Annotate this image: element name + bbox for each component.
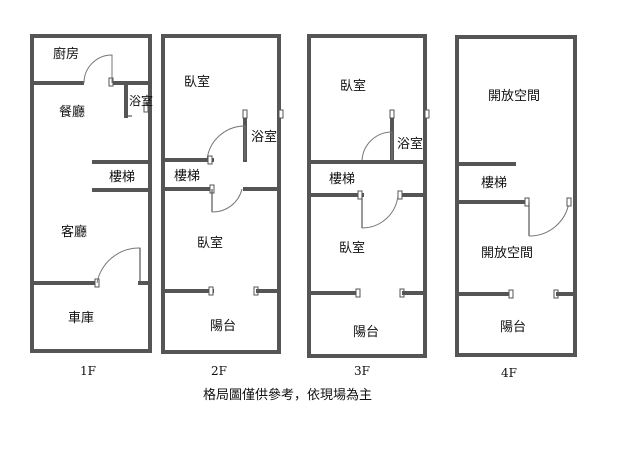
floor-2f-caption: 2F bbox=[211, 364, 227, 378]
floor-4f-outline bbox=[455, 35, 577, 357]
floor-3f-balcony-label: 陽台 bbox=[353, 325, 379, 340]
floor-4f-stairs-label: 樓梯 bbox=[481, 176, 507, 191]
floor-2f-stairs-label: 樓梯 bbox=[174, 169, 200, 184]
floor-1f-living-label: 客廳 bbox=[61, 224, 87, 240]
floor-1f: 廚房 餐廳 浴室 樓梯 客廳 車庫 1F bbox=[30, 34, 153, 378]
floor-2f-bath-label: 浴室 bbox=[251, 129, 277, 145]
floor-3f-bedroom-front-label: 臥室 bbox=[340, 78, 366, 94]
floor-2f-bath-door bbox=[206, 125, 246, 161]
floor-3f-bedroom-back-label: 臥室 bbox=[339, 240, 365, 256]
floor-1f-garage-label: 車庫 bbox=[68, 311, 94, 326]
floor-2f-bedroom-door bbox=[211, 188, 243, 213]
floor-4f-open-front-label: 開放空間 bbox=[488, 89, 540, 104]
floor-1f-bath-label: 浴室 bbox=[129, 93, 153, 108]
floor-3f-bath-door bbox=[361, 131, 393, 163]
floor-3f-bath-label: 浴室 bbox=[397, 136, 423, 152]
floor-4f-balcony-label: 陽台 bbox=[500, 320, 526, 335]
floor-2f-bedroom-back-label: 臥室 bbox=[197, 235, 223, 251]
floor-2f-bedroom-front-label: 臥室 bbox=[184, 74, 210, 90]
floor-4f-open-back-label: 開放空間 bbox=[481, 246, 533, 261]
floor-3f-stairs-label: 樓梯 bbox=[329, 172, 355, 187]
floor-2f: 臥室 浴室 樓梯 臥室 陽台 2F bbox=[161, 34, 284, 378]
floor-1f-kitchen-label: 廚房 bbox=[53, 46, 79, 62]
floor-1f-dining-label: 餐廳 bbox=[59, 104, 85, 120]
floor-2f-outline bbox=[161, 34, 281, 354]
floor-1f-living-door bbox=[96, 247, 141, 284]
floor-3f: 臥室 浴室 樓梯 臥室 陽台 3F bbox=[307, 34, 430, 378]
floor-4f-door bbox=[528, 201, 570, 237]
disclaimer-note: 格局圖僅供參考，依現場為主 bbox=[203, 387, 372, 403]
floor-1f-stairs-label: 樓梯 bbox=[109, 170, 135, 185]
floor-1f-caption: 1F bbox=[80, 364, 96, 378]
floor-4f-caption: 4F bbox=[501, 366, 517, 380]
floor-4f: 開放空間 樓梯 開放空間 陽台 4F bbox=[455, 35, 577, 380]
floor-1f-kitchen-door bbox=[83, 54, 113, 84]
floor-3f-caption: 3F bbox=[354, 364, 370, 378]
floor-2f-balcony-label: 陽台 bbox=[210, 319, 236, 334]
floor-1f-outline bbox=[30, 34, 152, 353]
floor-3f-bedroom-door bbox=[361, 194, 399, 229]
